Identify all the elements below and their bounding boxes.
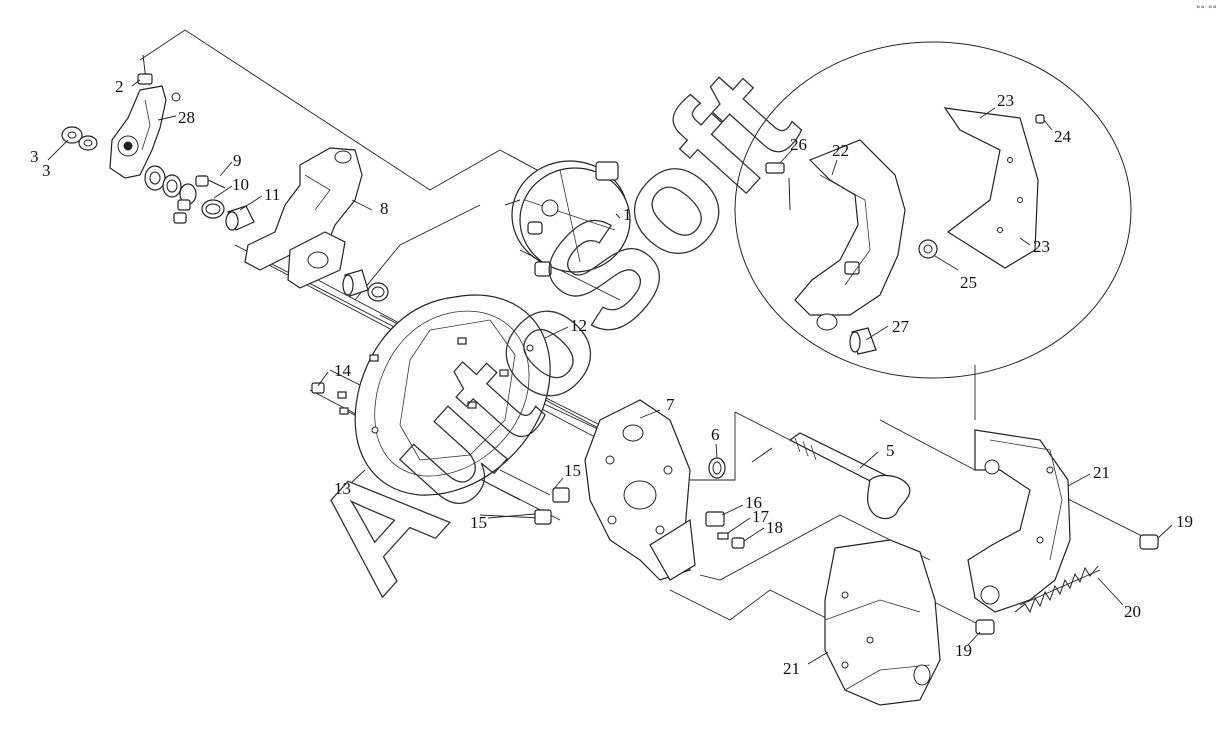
- part-16-18-lock-clip-bolt: [705, 511, 745, 549]
- callout-1: 1: [623, 205, 632, 224]
- callout-12: 12: [570, 316, 587, 335]
- watermark-text: AutoSoft: [279, 39, 827, 622]
- callout-6: 6: [711, 425, 720, 444]
- callout-7: 7: [666, 395, 675, 414]
- callout-27: 27: [892, 317, 910, 336]
- callout-26: 26: [790, 135, 807, 154]
- part-1-brake-chamber: [504, 160, 631, 277]
- part-21-lower-brake-shoe: [824, 539, 941, 706]
- part-5-s-camshaft: [751, 432, 911, 520]
- part-26-pin: [765, 162, 791, 211]
- callout-21b: 21: [783, 659, 800, 678]
- part-9-bolts: [173, 175, 226, 224]
- part-15-anchor-pins: [534, 487, 570, 525]
- callout-13: 13: [334, 479, 351, 498]
- part-21-upper-brake-shoe: [967, 429, 1071, 613]
- callout-11: 11: [264, 185, 280, 204]
- part-23-lining: [943, 107, 1039, 269]
- callout-19b: 19: [955, 641, 972, 660]
- callout-21a: 21: [1093, 463, 1110, 482]
- part-12-dust-shield: [354, 294, 551, 496]
- part-3-washers: [61, 126, 98, 151]
- part-28-slack-adjuster: [109, 85, 167, 179]
- callout-16: 16: [745, 493, 762, 512]
- callout-23a: 23: [997, 91, 1014, 110]
- part-20-return-spring: [1014, 565, 1099, 614]
- shaft-washers: [144, 165, 197, 205]
- callout-leaders: [47, 79, 1173, 665]
- callout-19a: 19: [1176, 512, 1193, 531]
- part-10-seal-ring: [201, 199, 225, 219]
- callout-22: 22: [832, 141, 849, 160]
- callout-15b: 15: [470, 513, 487, 532]
- callout-25: 25: [960, 273, 977, 292]
- part-7-brake-spider: [584, 399, 696, 581]
- part-2-clevis-pin: [137, 54, 181, 102]
- detail-brake-shoe: [794, 139, 906, 331]
- callout-labels: 1 2 3 3 5 6 7 8 9 10 11 12 13 14 15 15 1…: [30, 77, 1193, 678]
- part-24-rivet: [1035, 114, 1045, 124]
- callout-23b: 23: [1033, 237, 1050, 256]
- detail-view-circle: [734, 41, 1132, 379]
- callout-14: 14: [334, 361, 352, 380]
- callout-20: 20: [1124, 602, 1141, 621]
- callout-2: 2: [115, 77, 124, 96]
- part-19-rollers: [975, 534, 1159, 635]
- callout-18: 18: [766, 518, 783, 537]
- part-6-seal: [708, 457, 726, 479]
- part-14-bolts: [311, 337, 509, 415]
- callout-28: 28: [178, 108, 195, 127]
- callout-5: 5: [886, 441, 895, 460]
- callout-9: 9: [233, 151, 242, 170]
- callout-10: 10: [232, 175, 249, 194]
- part-27-bushing: [849, 327, 877, 355]
- part-25-roller: [918, 239, 938, 259]
- callout-24: 24: [1054, 127, 1072, 146]
- callout-15a: 15: [564, 461, 581, 480]
- callout-3b: 3: [42, 161, 51, 180]
- callout-8: 8: [380, 199, 389, 218]
- camshaft-bushings: [342, 269, 389, 302]
- callout-3a: 3: [30, 147, 39, 166]
- corner-mark: °° °°: [1196, 5, 1217, 15]
- part-8-camshaft-bracket: [244, 147, 363, 289]
- callout-17: 17: [752, 507, 770, 526]
- part-11-bushing: [225, 205, 255, 231]
